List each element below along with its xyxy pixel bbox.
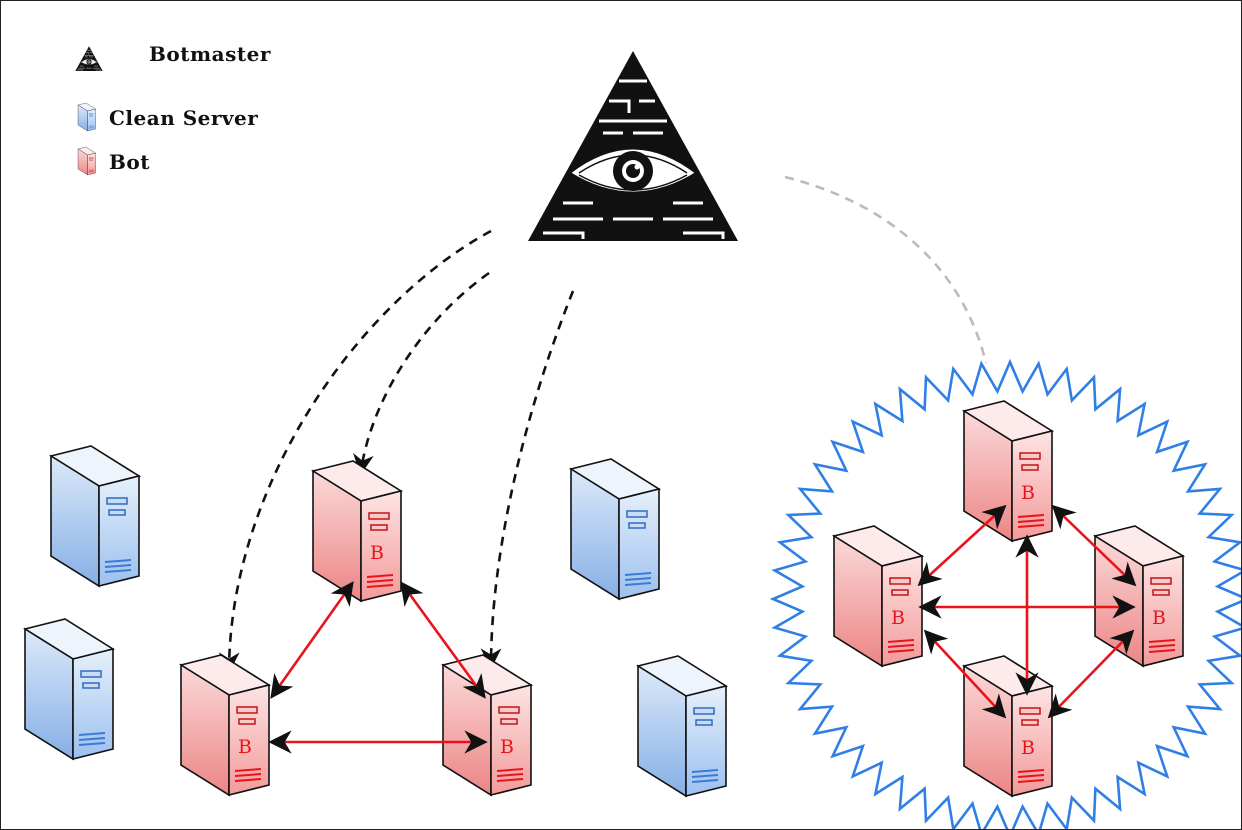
command-lines: [218, 175, 988, 674]
p2p-link: [270, 581, 354, 699]
legend-clean-server-label: Clean Server: [109, 106, 258, 130]
legend-bot-label: Bot: [109, 150, 150, 174]
clean-server-legend-icon: [77, 102, 96, 132]
bot-server-right-right: B: [1094, 525, 1184, 667]
botmaster-icon: [526, 49, 740, 243]
bot-legend-icon: [77, 146, 96, 176]
legend-botmaster-label: Botmaster: [149, 42, 271, 66]
bot-label: B: [891, 607, 905, 629]
bot-label: B: [500, 736, 514, 758]
legend: Botmaster Clean Server Bot: [75, 42, 271, 176]
p2p-link: [1051, 504, 1137, 587]
p2p-link: [923, 629, 1007, 719]
clean-server: [637, 655, 727, 797]
command-line-to-left-bot: [218, 229, 492, 674]
left-botnet-links: [268, 581, 488, 754]
bot-label: B: [238, 736, 252, 758]
bot-label: B: [1152, 607, 1166, 629]
shield-ring: [769, 358, 1241, 829]
right-botnet-links: [917, 504, 1137, 719]
botmaster-legend-icon: [75, 46, 103, 72]
command-line-to-right-bot: [480, 290, 575, 670]
p2p-link: [917, 504, 1007, 587]
p2p-link: [400, 581, 486, 699]
bot-server-left-left: B: [180, 654, 270, 796]
clean-server: [570, 458, 660, 600]
bot-server-right-bottom: B: [963, 655, 1053, 797]
command-line-to-top-bot: [353, 271, 490, 476]
bot-server-right-top: B: [963, 400, 1053, 542]
bot-server-left-right: B: [442, 654, 532, 796]
clean-server: [50, 445, 140, 587]
clean-server: [24, 618, 114, 760]
bot-label: B: [370, 542, 384, 564]
bot-label: B: [1021, 482, 1035, 504]
hidden-command-line: [784, 175, 988, 364]
bot-label: B: [1021, 737, 1035, 759]
bot-server-right-left: B: [833, 525, 923, 667]
bot-server-left-top: B: [312, 460, 402, 602]
p2p-link: [1047, 629, 1135, 719]
